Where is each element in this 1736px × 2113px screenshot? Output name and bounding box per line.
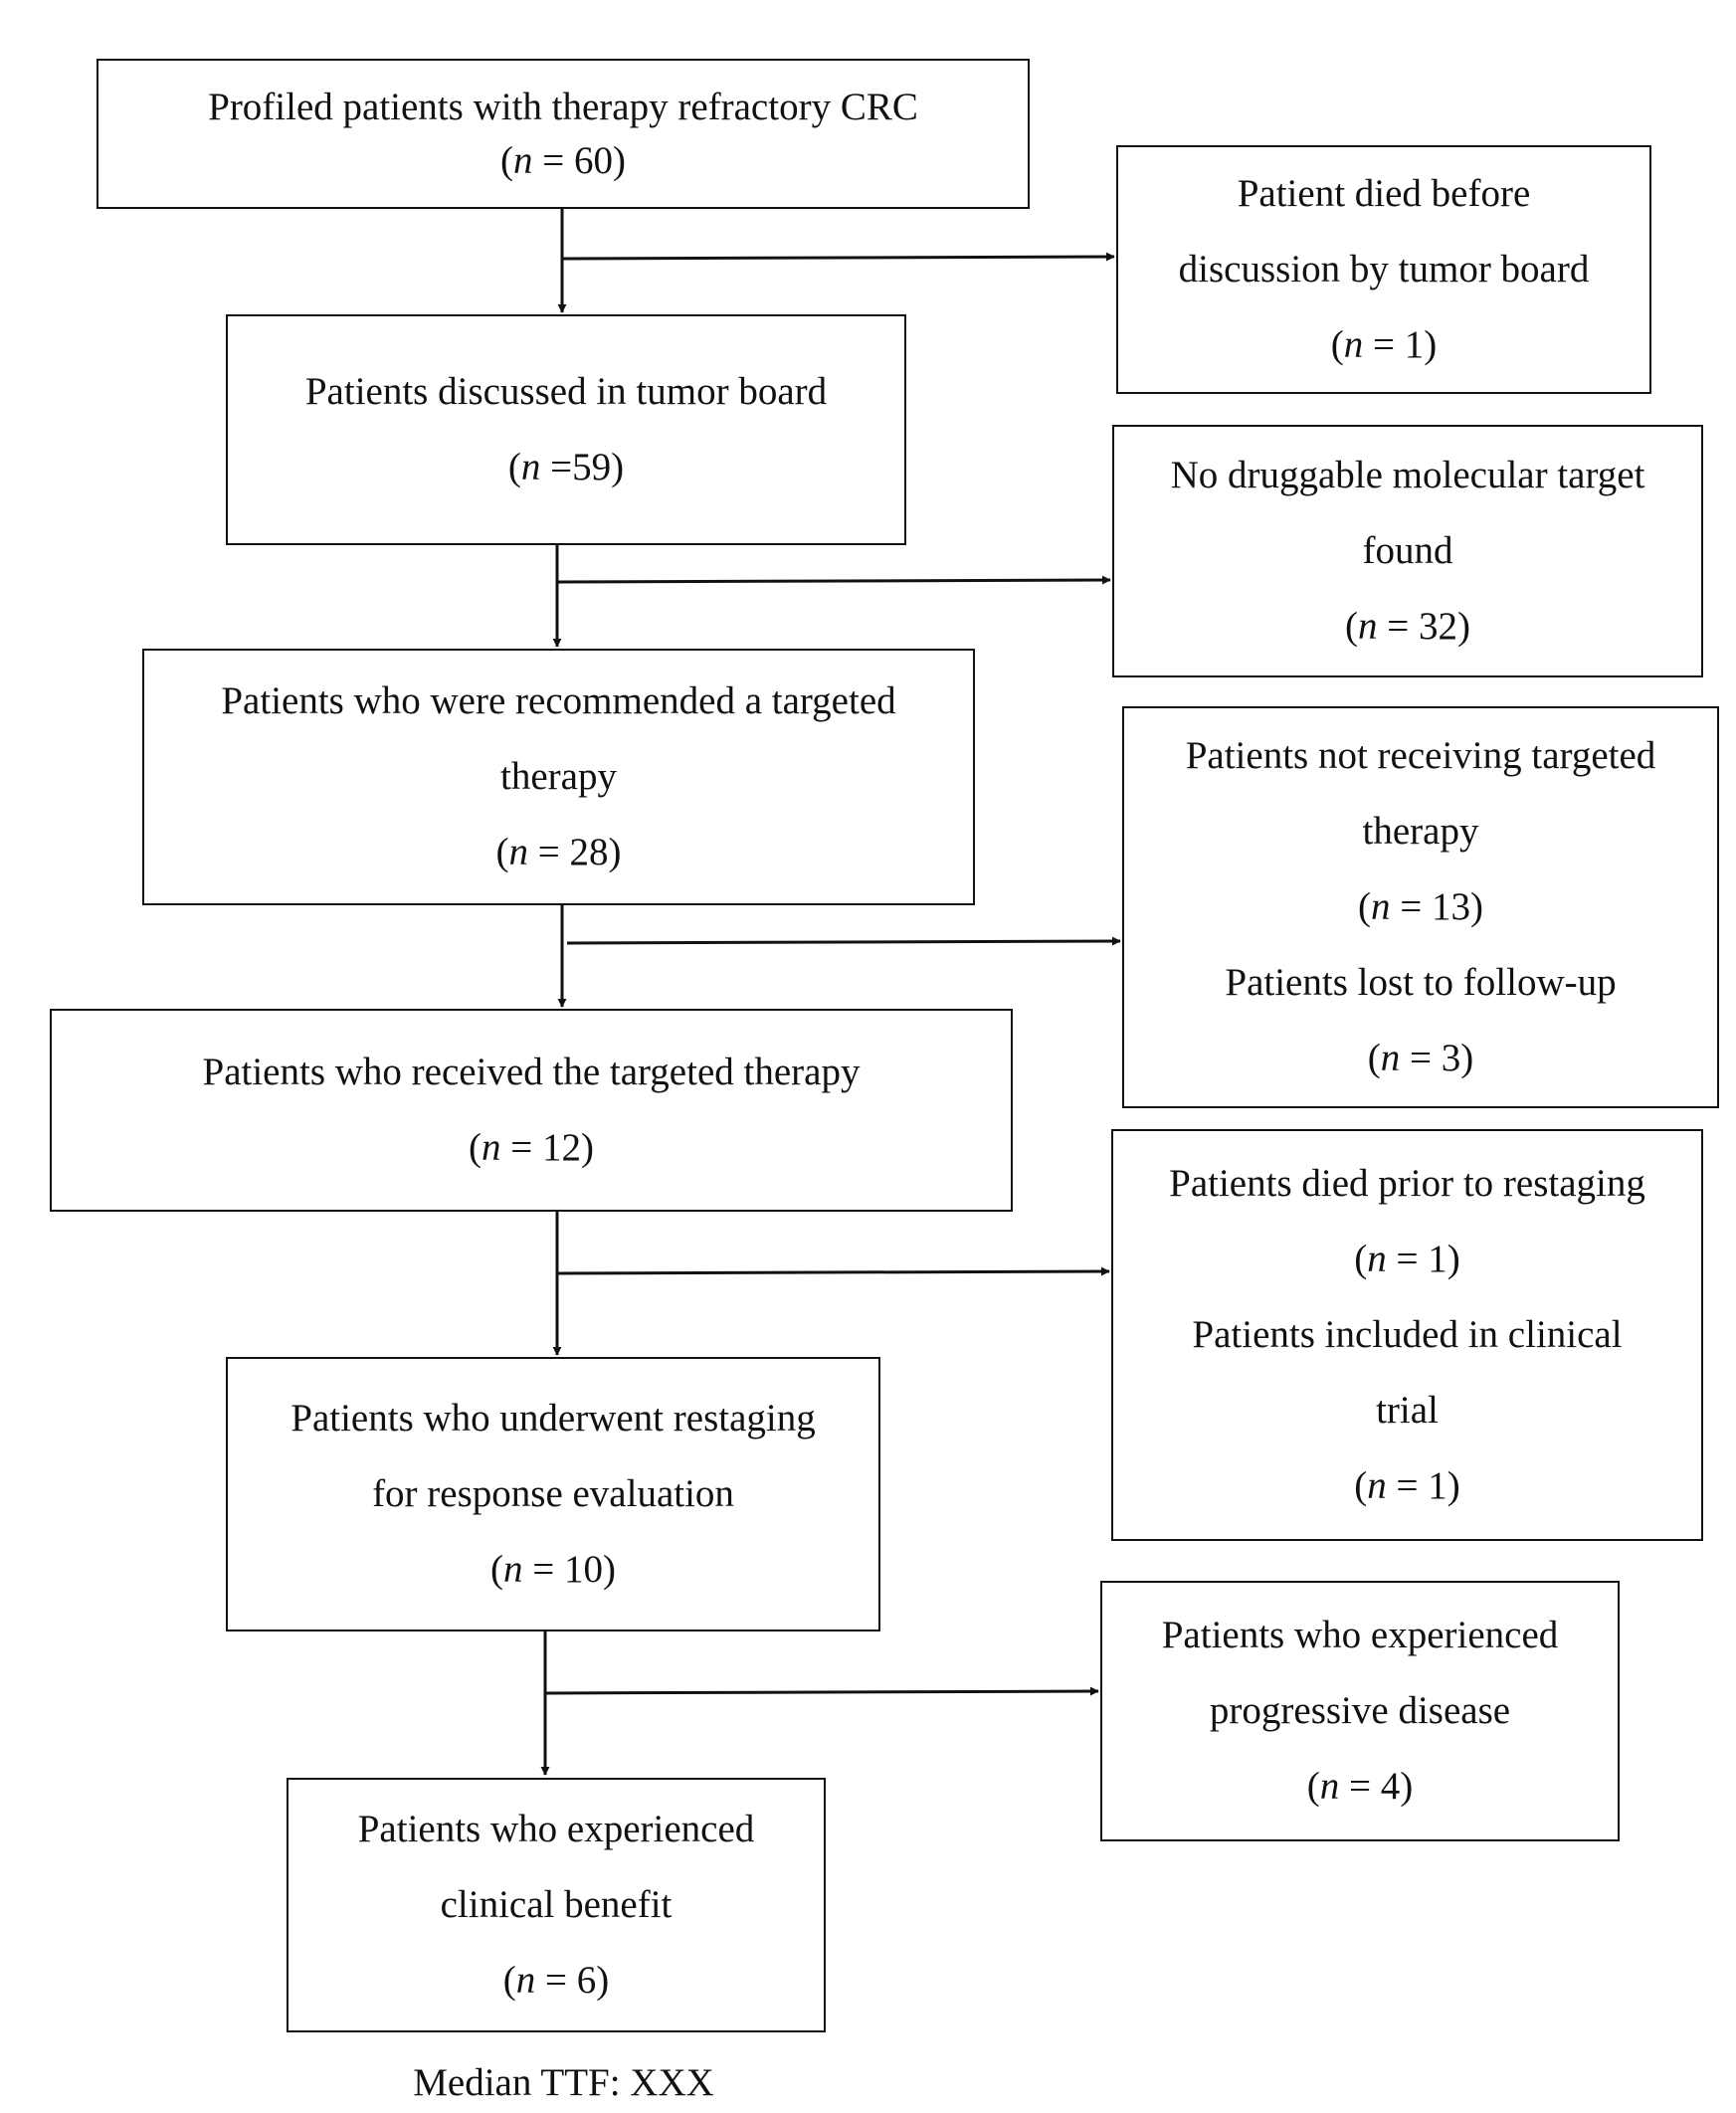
count-label: (n = 3) <box>1367 1037 1474 1079</box>
box-text-line: Patients discussed in tumor board <box>304 370 828 413</box>
count-variable: n <box>1358 605 1378 648</box>
count-variable: n <box>515 1959 536 2002</box>
count-variable: n <box>520 446 541 488</box>
count-variable: n <box>1371 885 1391 928</box>
box-text-line: Patients who underwent restaging <box>290 1397 816 1440</box>
count-label: (n = 1) <box>1354 1464 1460 1507</box>
count-variable: n <box>513 138 533 182</box>
count-label: (n = 1) <box>1330 323 1438 366</box>
count-variable: n <box>1380 1037 1401 1079</box>
count-label: (n = 60) <box>500 138 626 182</box>
box-text-line: therapy <box>1362 810 1479 853</box>
count-label: (n = 13) <box>1358 885 1483 928</box>
received-targeted-therapy-box: Patients who received the targeted thera… <box>50 1009 1013 1212</box>
count-value: 6 <box>576 1959 597 2002</box>
count-value: 1 <box>1404 323 1425 366</box>
restaging-box: Patients who underwent restaging for resp… <box>226 1357 880 1632</box>
count-label: (n = 32) <box>1345 605 1470 648</box>
count-label: (n = 28) <box>495 831 622 873</box>
side-arrow-1 <box>561 252 1115 262</box>
count-value: 10 <box>564 1548 603 1591</box>
clinical-benefit-box: Patients who experienced clinical benefit… <box>287 1778 826 2032</box>
count-value: 4 <box>1380 1765 1401 1808</box>
died-prior-restaging-box: Patients died prior to restaging (n = 1) P… <box>1111 1129 1703 1541</box>
box-text-line: found <box>1362 529 1453 572</box>
count-value: 1 <box>1428 1238 1447 1280</box>
box-text-line: Patients who were recommended a targeted <box>221 679 896 722</box>
count-variable: n <box>503 1548 523 1591</box>
box-text-line: Patients lost to follow-up <box>1225 961 1617 1004</box>
box-text-line: Patients who experienced <box>1161 1614 1559 1656</box>
box-text-line: Patients who received the targeted thera… <box>202 1051 861 1093</box>
side-arrow-3 <box>566 936 1121 946</box>
count-variable: n <box>1343 323 1364 366</box>
died-before-discussion-box: Patient died before discussion by tumor b… <box>1116 145 1651 394</box>
recommended-targeted-therapy-box: Patients who were recommended a targeted… <box>142 649 975 905</box>
count-variable: n <box>482 1126 501 1169</box>
box-text-line: trial <box>1376 1389 1439 1432</box>
count-label: (n = 1) <box>1354 1238 1460 1280</box>
box-text-line: Patients died prior to restaging <box>1169 1162 1645 1205</box>
side-arrow-5 <box>544 1686 1099 1696</box>
box-text-line: Patients who experienced <box>357 1808 755 1850</box>
box-text-line: for response evaluation <box>372 1472 734 1515</box>
box-text-line: Patients not receiving targeted <box>1185 734 1656 777</box>
side-arrow-4 <box>556 1266 1110 1276</box>
progressive-disease-box: Patients who experienced progressive dise… <box>1100 1581 1620 1841</box>
count-value: 1 <box>1428 1464 1447 1507</box>
count-value: 13 <box>1432 885 1470 928</box>
profiled-patients-box: Profiled patients with therapy refractor… <box>96 59 1030 209</box>
box-text-line: discussion by tumor board <box>1178 248 1590 290</box>
count-variable: n <box>1319 1765 1340 1808</box>
count-variable: n <box>508 831 529 873</box>
box-text-line: clinical benefit <box>440 1883 673 1926</box>
count-variable: n <box>1367 1464 1387 1507</box>
count-label: (n = 10) <box>490 1548 616 1591</box>
box-text-line: No druggable molecular target <box>1170 454 1645 496</box>
tumor-board-discussed-box: Patients discussed in tumor board (n =59) <box>226 314 906 545</box>
count-value: 3 <box>1441 1037 1461 1079</box>
box-text-line: progressive disease <box>1209 1689 1511 1732</box>
count-value: 28 <box>569 831 609 873</box>
side-arrow-2 <box>556 575 1111 585</box>
box-text-line: Profiled patients with therapy refractor… <box>208 85 918 128</box>
not-receiving-therapy-box: Patients not receiving targeted therapy (n… <box>1122 706 1719 1108</box>
count-label: (n = 4) <box>1306 1765 1414 1808</box>
count-value: 32 <box>1419 605 1457 648</box>
count-variable: n <box>1367 1238 1387 1280</box>
no-druggable-target-box: No druggable molecular target found (n = 3… <box>1112 425 1703 677</box>
count-label: (n = 12) <box>469 1126 594 1169</box>
count-value: 59 <box>572 446 612 488</box>
box-text-line: Patient died before <box>1237 172 1531 215</box>
count-value: 12 <box>542 1126 581 1169</box>
count-value: 60 <box>574 138 613 182</box>
count-label: (n = 6) <box>502 1959 610 2002</box>
box-text-line: Patients included in clinical <box>1192 1313 1623 1356</box>
median-ttf-caption: Median TTF: XXX <box>413 2061 714 2104</box>
box-text-line: therapy <box>500 755 617 798</box>
count-label: (n =59) <box>507 446 625 488</box>
